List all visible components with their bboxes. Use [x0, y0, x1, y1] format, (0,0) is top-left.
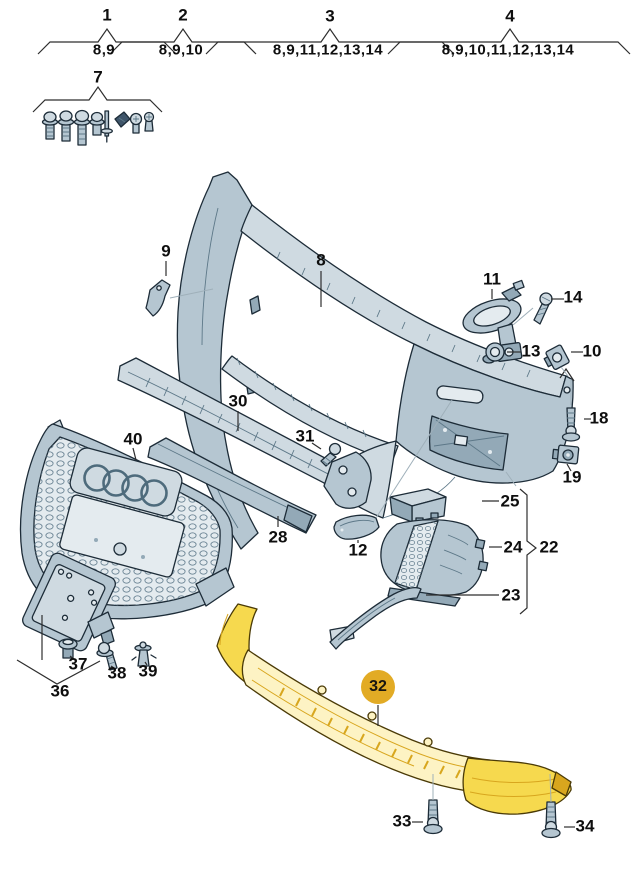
callout-9[interactable]: 9 — [161, 241, 171, 261]
push-pin-rivet-icon — [100, 110, 113, 143]
part-14-screw[interactable] — [533, 292, 553, 325]
callout-23[interactable]: 23 — [501, 585, 521, 605]
group-1-number[interactable]: 1 — [102, 5, 112, 25]
callout-8[interactable]: 8 — [316, 250, 326, 270]
callout-31[interactable]: 31 — [295, 426, 315, 446]
long-pan-head-screw-icon — [73, 109, 91, 146]
part-10-clip[interactable] — [542, 344, 570, 372]
part-36-plate-holder[interactable] — [20, 551, 117, 653]
part-32-lower-guard-highlighted[interactable] — [216, 603, 572, 815]
part-23-trim-strip[interactable] — [329, 587, 422, 650]
group-4-number[interactable]: 4 — [505, 6, 515, 26]
callout-13[interactable]: 13 — [521, 341, 541, 361]
callout-24[interactable]: 24 — [503, 537, 523, 557]
part-38-screw[interactable] — [96, 641, 118, 671]
part-37-rivet[interactable] — [58, 638, 78, 659]
part-24-air-grille[interactable] — [380, 519, 489, 607]
callout-leader-lines — [41, 261, 591, 828]
audi-rings-logo — [83, 464, 168, 507]
callout-14[interactable]: 14 — [563, 287, 583, 307]
callout-22[interactable]: 22 — [539, 537, 559, 557]
part-leader-lines — [169, 288, 572, 803]
callout-28[interactable]: 28 — [268, 527, 288, 547]
part-30-support-strip[interactable] — [117, 357, 372, 509]
group-2-parts: 8,9,10 — [158, 41, 204, 59]
part-18-screw[interactable] — [561, 407, 581, 442]
callout-10[interactable]: 10 — [582, 341, 602, 361]
fastener-row — [41, 109, 155, 146]
callout-32-highlight-badge[interactable]: 32 — [361, 670, 395, 704]
short-screw-icon — [89, 111, 105, 136]
part-34-screw[interactable] — [541, 801, 561, 839]
callout-39[interactable]: 39 — [138, 661, 158, 681]
callout-11[interactable]: 11 — [483, 269, 501, 289]
round-head-screw-icon — [129, 112, 143, 134]
callout-34[interactable]: 34 — [575, 816, 595, 836]
callout-36[interactable]: 36 — [50, 681, 70, 701]
part-28-trim-strip[interactable] — [147, 437, 317, 534]
part-13-grommet[interactable] — [482, 342, 505, 364]
callout-30[interactable]: 30 — [228, 391, 248, 411]
group-3-parts: 8,9,11,12,13,14 — [272, 41, 384, 59]
group-2-number[interactable]: 2 — [178, 5, 188, 25]
spring-clip-icon — [114, 111, 131, 128]
pan-head-screw-icon — [41, 111, 59, 140]
callout-38[interactable]: 38 — [107, 663, 127, 683]
part-39-expander-clip[interactable] — [131, 641, 157, 667]
group-7-number[interactable]: 7 — [93, 67, 103, 87]
part-31-screw[interactable] — [320, 442, 342, 467]
callout-40[interactable]: 40 — [123, 429, 143, 449]
part-25-bracket[interactable] — [389, 488, 447, 524]
expander-rivet-icon — [143, 111, 155, 132]
callout-19[interactable]: 19 — [562, 467, 582, 487]
part-33-screw[interactable] — [423, 799, 443, 835]
part-9-bracket[interactable] — [145, 279, 171, 317]
header-group-brackets — [16, 27, 631, 685]
group-1-parts: 8,9 — [92, 41, 116, 59]
callout-25[interactable]: 25 — [500, 491, 520, 511]
group-3-number[interactable]: 3 — [325, 6, 335, 26]
part-12-cover[interactable] — [333, 514, 380, 540]
callout-33[interactable]: 33 — [392, 811, 412, 831]
callout-37[interactable]: 37 — [68, 654, 88, 674]
group-4-parts: 8,9,10,11,12,13,14 — [441, 41, 575, 59]
pan-head-screw-icon — [57, 110, 75, 142]
callout-18[interactable]: 18 — [589, 408, 609, 428]
callout-12[interactable]: 12 — [348, 540, 368, 560]
part-19-clip[interactable] — [551, 444, 580, 465]
